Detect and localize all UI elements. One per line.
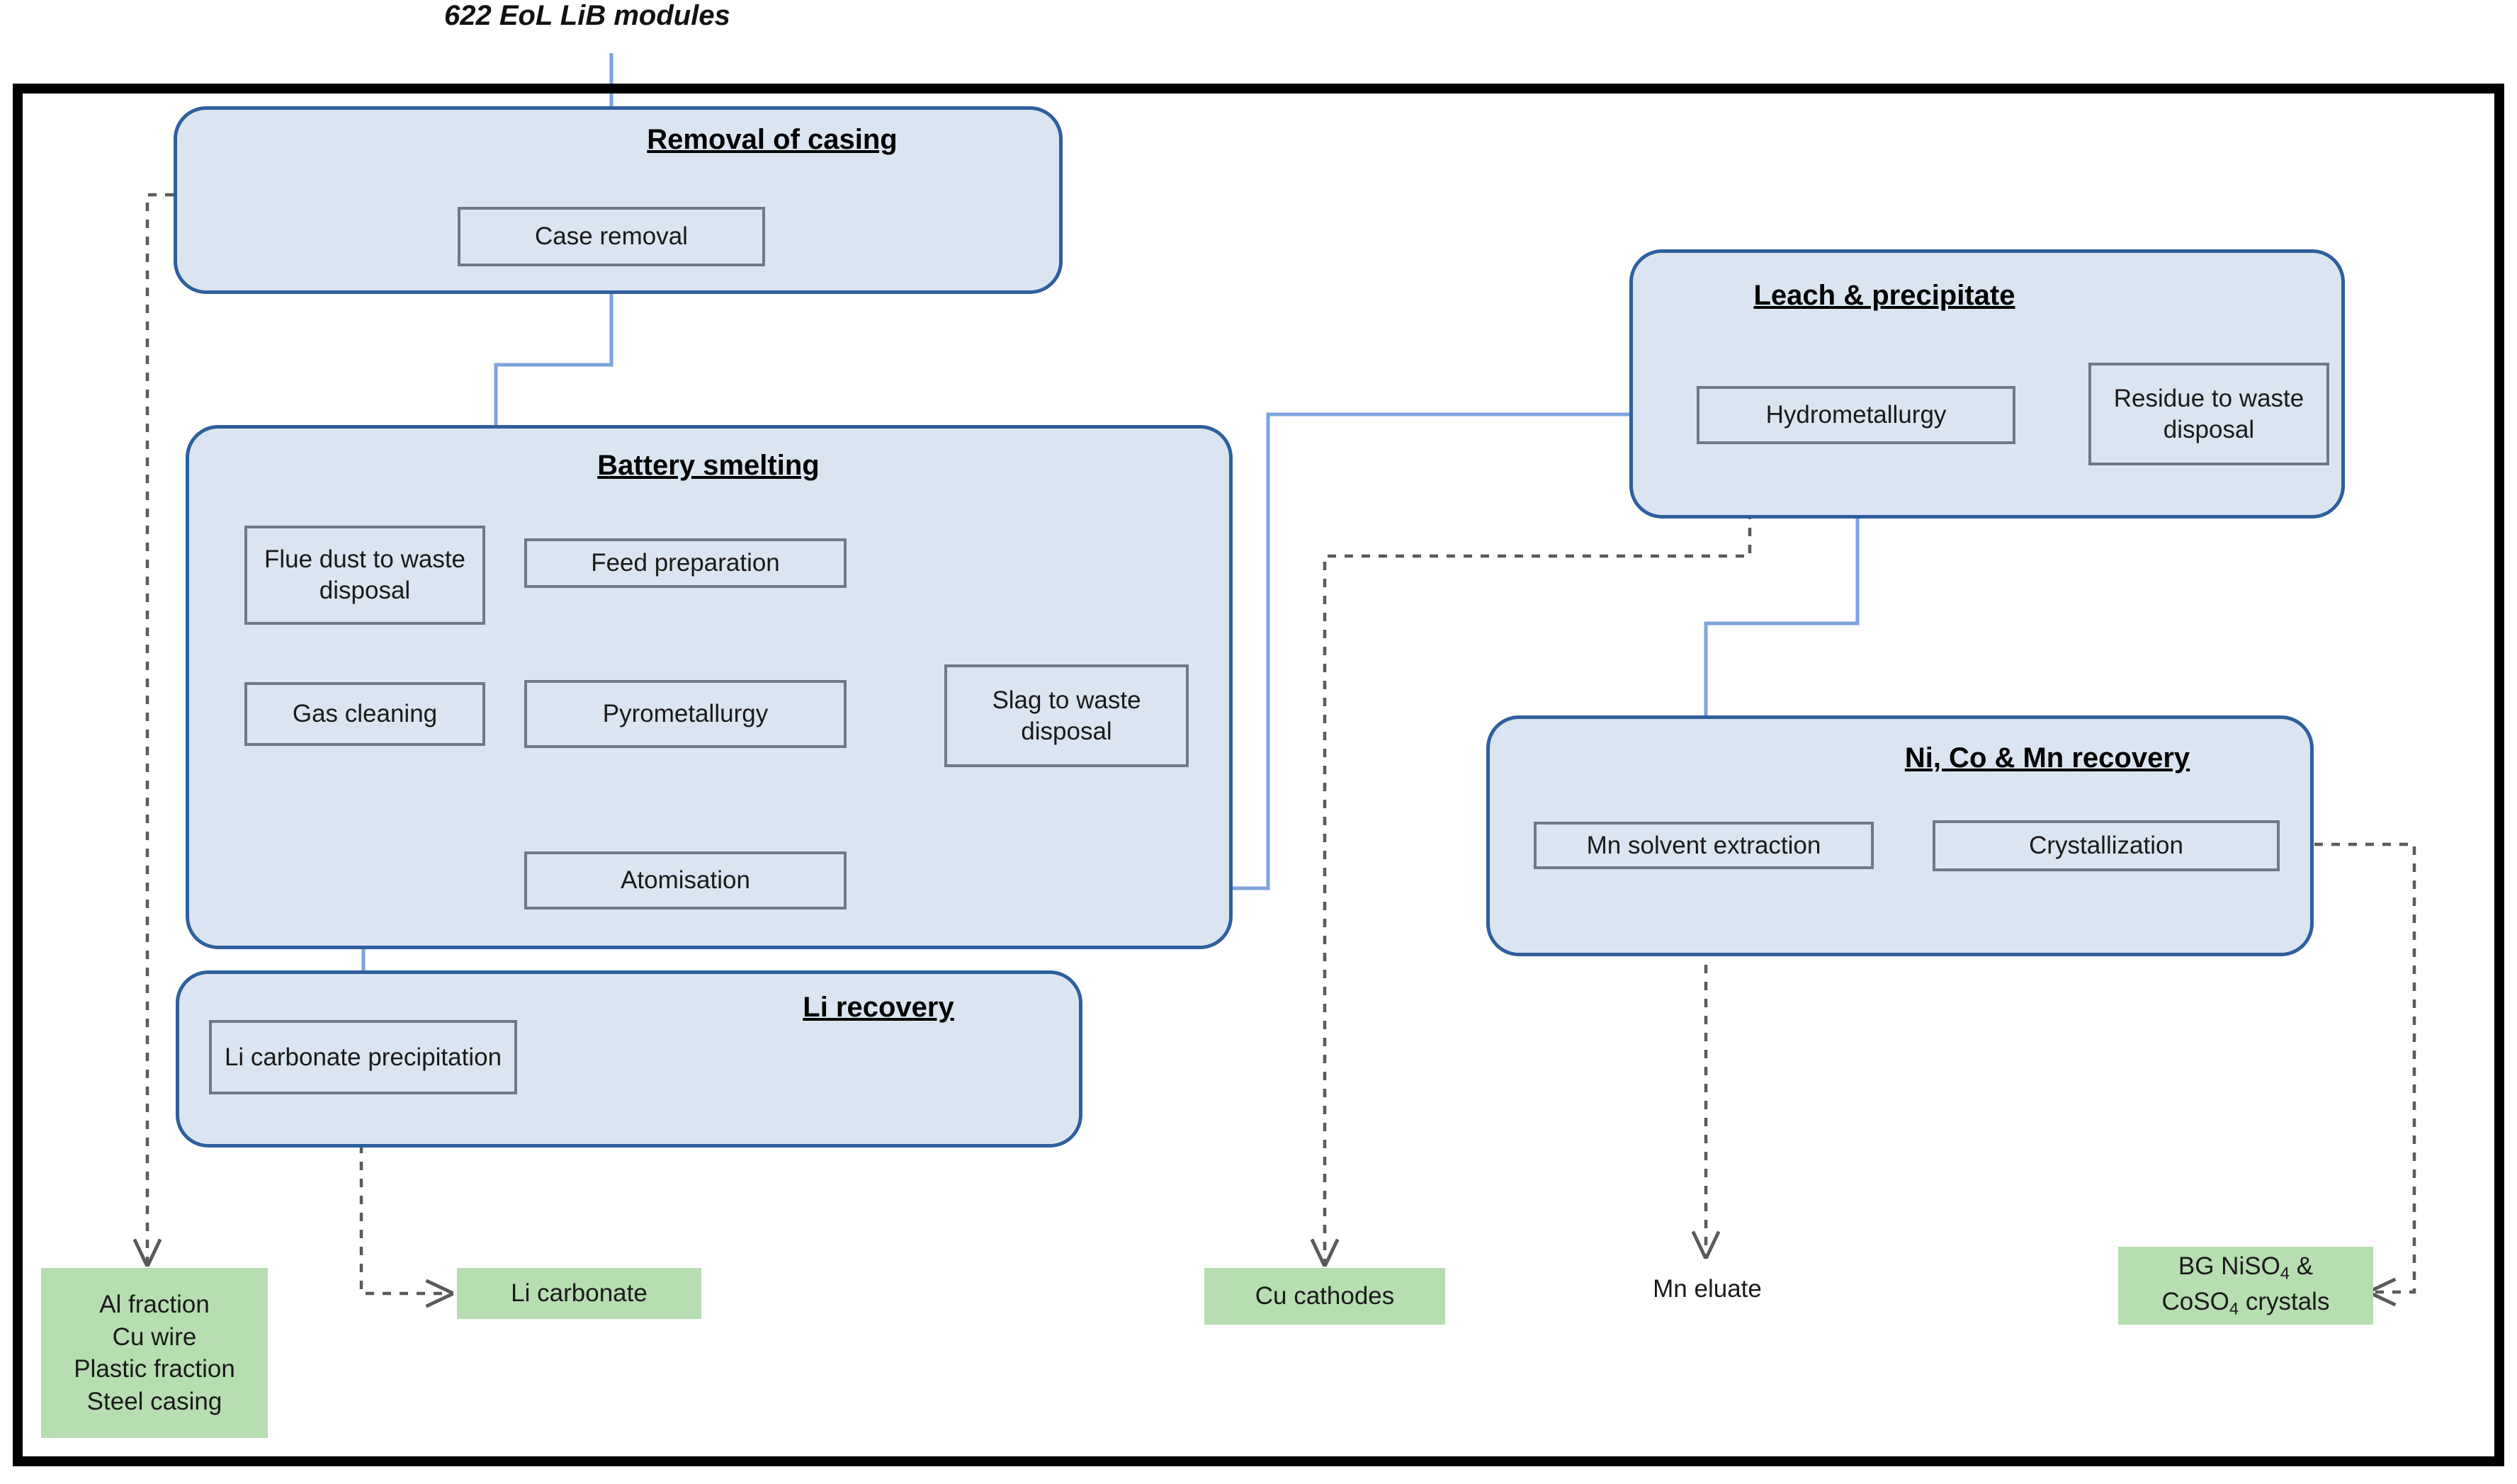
output-line-cu-wire: Cu wire xyxy=(112,1322,197,1351)
output-line-bg-niso4: BG NiSO4 & xyxy=(2178,1252,2314,1284)
output-line-al-fraction: Al fraction xyxy=(99,1291,210,1318)
feed-label: 622 EoL LiB modules xyxy=(444,0,730,31)
output-cu-cathodes[interactable]: Cu cathodes xyxy=(1204,1268,1445,1325)
group-title-ni-co-mn-recovery: Ni, Co & Mn recovery xyxy=(1904,742,2190,774)
group-title-li-recovery: Li recovery xyxy=(803,992,954,1023)
node-atomisation[interactable]: Atomisation xyxy=(524,851,847,910)
output-line-steel-casing: Steel casing xyxy=(86,1387,222,1415)
output-al-fraction[interactable]: Al fraction Cu wire Plastic fraction Ste… xyxy=(41,1268,268,1438)
node-case-removal[interactable]: Case removal xyxy=(458,207,765,266)
node-hydrometallurgy[interactable]: Hydrometallurgy xyxy=(1697,386,2015,444)
node-feed-preparation[interactable]: Feed preparation xyxy=(524,538,847,588)
node-crystallization[interactable]: Crystallization xyxy=(1933,820,2280,871)
node-residue-to-waste-disposal[interactable]: Residue to waste disposal xyxy=(2088,363,2329,465)
output-li-carbonate[interactable]: Li carbonate xyxy=(457,1268,701,1319)
node-pyrometallurgy[interactable]: Pyrometallurgy xyxy=(524,680,847,748)
output-bg-niso4-coso4-crystals[interactable]: BG NiSO4 & CoSO4 crystals xyxy=(2118,1247,2373,1325)
output-mn-eluate: Mn eluate xyxy=(1653,1275,1762,1303)
group-removal-of-casing xyxy=(174,106,1063,294)
output-line-coso4-crystals: CoSO4 crystals xyxy=(2161,1288,2330,1319)
node-li-carbonate-precipitation[interactable]: Li carbonate precipitation xyxy=(209,1020,517,1094)
diagram-border xyxy=(13,84,2504,1466)
group-title-leach-precipitate: Leach & precipitate xyxy=(1753,280,2015,311)
node-flue-dust-to-waste-disposal[interactable]: Flue dust to waste disposal xyxy=(244,526,485,625)
output-line-plastic-fraction: Plastic fraction xyxy=(74,1355,235,1383)
node-slag-to-waste-disposal[interactable]: Slag to waste disposal xyxy=(944,664,1189,767)
group-title-battery-smelting: Battery smelting xyxy=(597,450,820,481)
group-title-removal-of-casing: Removal of casing xyxy=(647,124,898,155)
node-gas-cleaning[interactable]: Gas cleaning xyxy=(244,682,485,746)
node-mn-solvent-extraction[interactable]: Mn solvent extraction xyxy=(1534,822,1874,869)
